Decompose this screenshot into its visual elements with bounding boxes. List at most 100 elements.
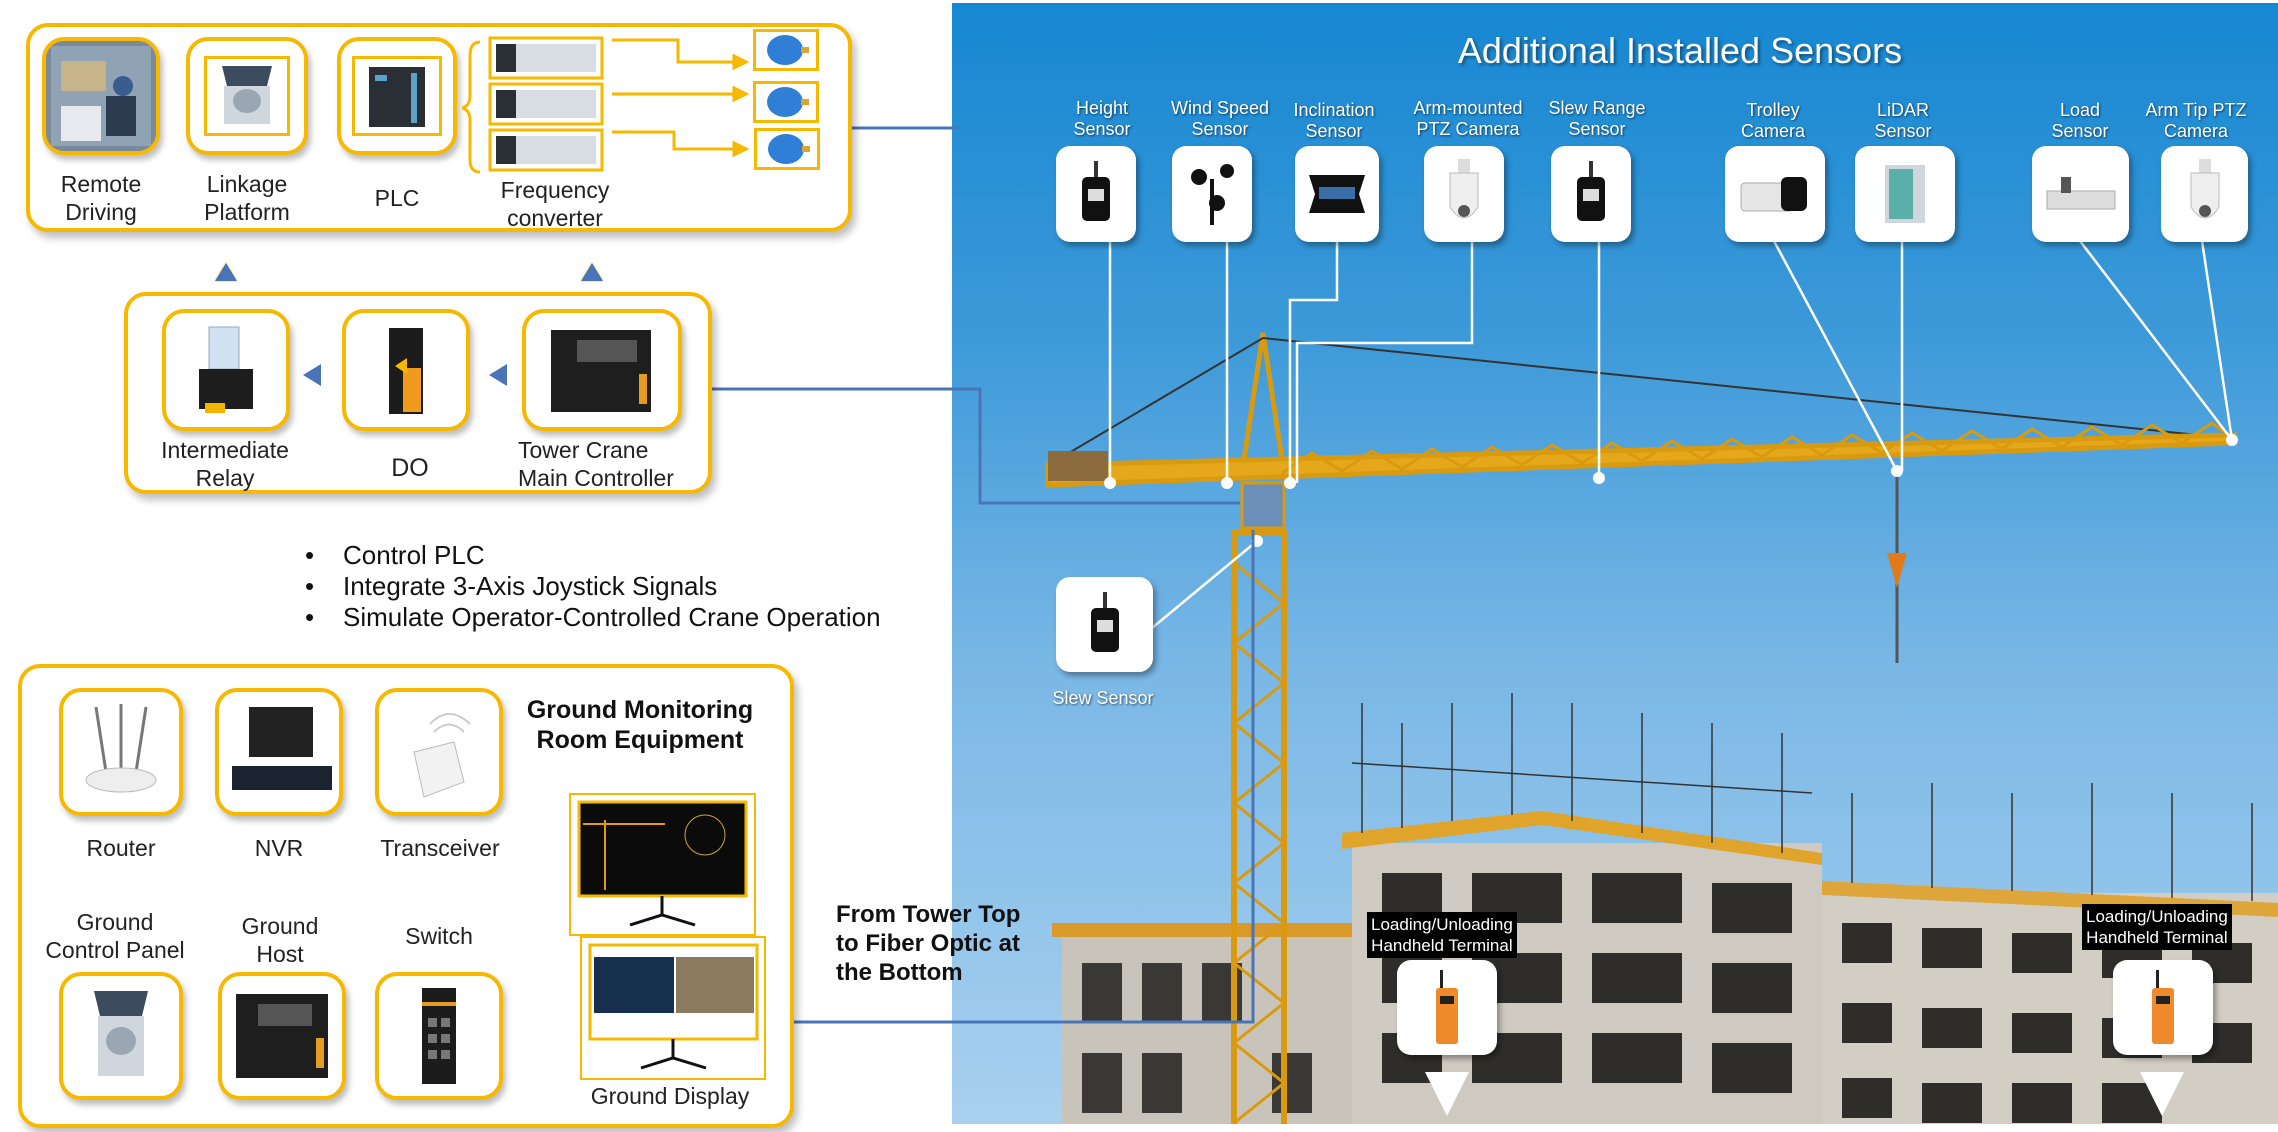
slew-sensor-card [1056,577,1153,672]
intermediate-relay-photo [162,309,290,431]
transceiver-photo [375,688,503,816]
plc-frame [352,56,442,136]
trolley-camera-card [1725,146,1825,242]
arrow-up-icon [581,263,603,281]
ptz-camera-icon [2190,159,2219,219]
bullet-item: Control PLC [305,540,881,571]
transceiver-label: Transceiver [380,835,500,861]
inclinometer-icon [1309,175,1365,213]
slew-range-sensor-card [1551,146,1631,242]
motor-icon [753,29,819,71]
ground-host-photo [218,972,346,1100]
walkie-talkie-icon [1436,969,1458,1044]
sensors-title: Additional Installed Sensors [1457,30,1903,71]
switch-photo [375,972,503,1100]
switch-icon [422,988,456,1084]
switch-label: Switch [405,923,473,949]
do-module-photo [342,309,470,431]
router-icon [85,704,157,793]
ground-control-panel-photo [59,972,183,1100]
ptz-camera-icon [1449,159,1479,219]
motor-icon [753,81,819,123]
joystick-seat-icon [94,991,148,1076]
ground-display-label: Ground Display [590,1083,750,1109]
crane-monitoring-screen [577,800,748,926]
linkage-platform-frame [204,56,290,136]
host-icon [236,994,328,1078]
wind-speed-sensor-card [1172,146,1252,242]
dashboard-screen [588,943,758,1070]
plc-icon [369,67,425,127]
frequency-converter-units [488,36,604,172]
slew-sensor-label: Slew Sensor [1052,688,1154,708]
bullet-item: Simulate Operator-Controlled Crane Opera… [305,602,881,633]
do-label: DO [391,454,429,482]
router-label: Router [86,835,156,861]
arrow-down-icon [1425,1072,1469,1116]
relay-icon [199,326,253,413]
walkie-talkie-icon [2152,969,2174,1044]
nvr-photo [215,688,343,816]
lidar-sensor-card [1855,146,1955,242]
arrow-left-icon [303,364,321,386]
remote-driving-icon [51,46,151,146]
transceiver-icon [413,713,471,798]
function-list: Control PLC Integrate 3-Axis Joystick Si… [305,540,881,633]
handheld-terminal-card [1397,960,1497,1055]
plc-label: PLC [374,185,420,211]
joystick-seat-icon [222,66,272,124]
router-photo [59,688,183,816]
arrow-left-icon [489,364,507,386]
lidar-icon [1885,165,1925,223]
linkage-platform-photo [186,37,308,155]
box-camera-icon [1740,177,1807,212]
encoder-icon [1090,591,1119,652]
controller-icon [551,330,651,412]
main-controller-photo [522,309,682,431]
load-sensor-card [2032,146,2129,242]
arm-tip-ptz-camera-card [2161,146,2248,242]
load-cell-icon [2046,177,2115,210]
anemometer-icon [1191,164,1234,225]
arrow-up-icon [215,263,237,281]
height-sensor-card [1056,146,1136,242]
remote-driving-photo [42,37,160,155]
arrow-down-icon [2140,1072,2184,1116]
encoder-icon [1577,161,1605,221]
frequency-converter-group [462,36,750,174]
motor-icon [754,128,820,170]
building-left [1052,923,1352,1124]
nvr-icon [232,707,332,790]
do-module-icon [389,328,423,414]
sensor-lead-lines [1104,240,2238,629]
inclination-sensor-card [1295,146,1379,242]
ground-display-monitor-1 [569,793,756,936]
plc-photo [337,37,457,155]
arm-ptz-camera-card [1424,146,1504,242]
converter-arrows [612,38,750,158]
nvr-label: NVR [254,835,304,861]
ground-display-monitor-2 [580,936,766,1080]
bullet-item: Integrate 3-Axis Joystick Signals [305,571,881,602]
